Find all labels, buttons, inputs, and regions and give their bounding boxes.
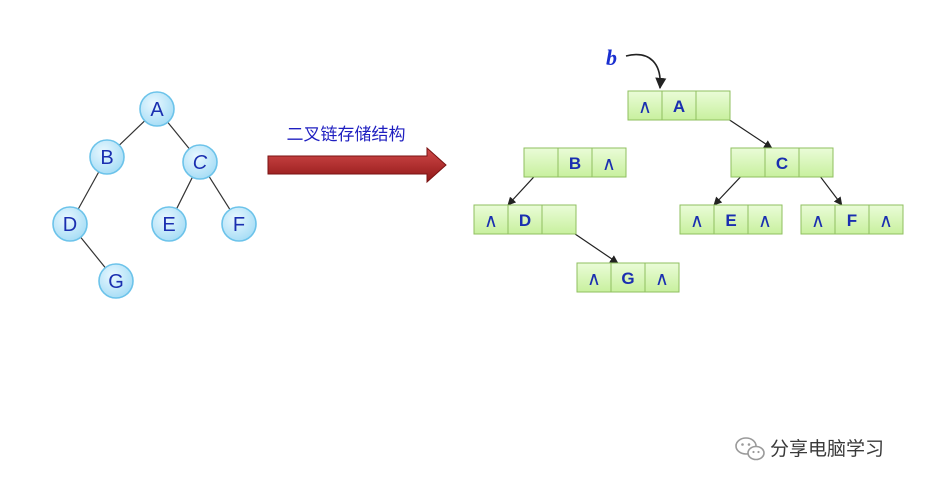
tree-node-D: D [52, 206, 88, 242]
record-D-data-cell [507, 204, 543, 235]
record-B-label: B [569, 154, 581, 173]
tree-node-label: B [100, 147, 113, 169]
record-C-left-cell [730, 147, 766, 178]
root-pointer-label: b [606, 45, 617, 70]
tree-node-circle [52, 206, 88, 242]
record-A-left-cell [627, 90, 663, 121]
tree-node-C: C [182, 144, 218, 180]
red-arrow-shape [267, 146, 447, 184]
tree-node-circle [221, 206, 257, 242]
tree-node-label: A [150, 99, 164, 121]
tree-node-label: D [63, 214, 77, 236]
tree-edge-D-G [80, 236, 106, 269]
transform-label: 二叉链存储结构 [287, 125, 406, 145]
record-G-label: G [621, 269, 634, 288]
tree-node-label: C [193, 152, 208, 174]
tree-node-label: G [108, 271, 124, 293]
tree-node-A: A [139, 91, 175, 127]
record-G-left-null: ∧ [587, 268, 601, 290]
wechat-icon [735, 437, 765, 461]
tree-node-circle [89, 139, 125, 175]
record-A-right-cell [695, 90, 731, 121]
record-E: ∧ E ∧ [679, 204, 783, 235]
tree-node-B: B [89, 139, 125, 175]
record-C: C [730, 147, 834, 178]
tree-edge-B-D [77, 171, 100, 210]
tree-node-F: F [221, 206, 257, 242]
record-C-label: C [776, 154, 788, 173]
record-F-label: F [847, 211, 857, 230]
record-F-right-cell [868, 204, 904, 235]
record-E-label: E [725, 211, 736, 230]
tree-edge-C-F [208, 176, 231, 210]
record-D-right-cell [541, 204, 577, 235]
tree-node-E: E [151, 206, 187, 242]
tree-edges [77, 120, 231, 269]
record-B-data-cell [557, 147, 593, 178]
tree-node-label: E [162, 214, 175, 236]
record-D-left-null: ∧ [484, 210, 498, 232]
record-B-left-cell [523, 147, 559, 178]
record-C-data-cell [764, 147, 800, 178]
link-records: ∧AB∧C∧D∧E∧∧F∧∧G∧ [473, 90, 904, 293]
record-A-label: A [673, 97, 685, 116]
tree-nodes: A B C D E F G [52, 91, 257, 299]
record-F-left-cell [800, 204, 836, 235]
tree-edge-C-E [176, 176, 193, 210]
watermark: 分享电脑学习 [735, 437, 884, 461]
link-arrows [507, 103, 843, 264]
record-G: ∧ G ∧ [576, 262, 680, 293]
tree-node-circle [182, 144, 218, 180]
record-B: B∧ [523, 147, 627, 178]
root-pointer: b [606, 45, 667, 90]
record-G-right-null: ∧ [655, 268, 669, 290]
tree-edge-A-B [118, 120, 146, 146]
tree-node-circle [151, 206, 187, 242]
record-E-left-cell [679, 204, 715, 235]
root-pointer-arrow [625, 53, 667, 90]
record-D-label: D [519, 211, 531, 230]
record-A: ∧A [627, 90, 731, 121]
record-F-left-null: ∧ [811, 210, 825, 232]
record-F-data-cell [834, 204, 870, 235]
record-D-left-cell [473, 204, 509, 235]
record-D: ∧D [473, 204, 577, 235]
record-B-right-null: ∧ [602, 153, 616, 175]
tree-edge-A-C [167, 121, 190, 150]
record-A-data-cell [661, 90, 697, 121]
record-G-right-cell [644, 262, 680, 293]
tree-node-circle [139, 91, 175, 127]
record-F: ∧ F ∧ [800, 204, 904, 235]
record-E-right-cell [747, 204, 783, 235]
record-B-right-cell [591, 147, 627, 178]
transform-arrow: 二叉链存储结构 [267, 125, 447, 184]
tree-node-label: F [233, 214, 245, 236]
tree-node-G: G [98, 263, 134, 299]
record-A-left-null: ∧ [638, 96, 652, 118]
record-C-right-cell [798, 147, 834, 178]
record-E-left-null: ∧ [690, 210, 704, 232]
watermark-text: 分享电脑学习 [770, 438, 884, 460]
record-E-right-null: ∧ [758, 210, 772, 232]
record-F-right-null: ∧ [879, 210, 893, 232]
tree-node-circle [98, 263, 134, 299]
